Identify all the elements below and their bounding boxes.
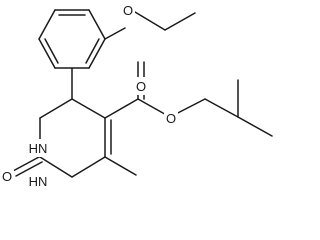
bond	[39, 156, 73, 178]
bond	[39, 98, 73, 119]
label-bg	[133, 77, 149, 95]
label-bg	[26, 139, 50, 157]
bond	[237, 116, 273, 137]
bond	[104, 98, 139, 119]
ether-oxygen-label: O	[123, 3, 133, 18]
bond	[44, 38, 59, 64]
bond	[12, 156, 40, 172]
bond	[15, 161, 43, 177]
bond	[88, 38, 106, 69]
bond	[134, 11, 166, 31]
label-bg	[26, 172, 50, 190]
n1-label: HN	[29, 141, 48, 156]
bond	[204, 98, 239, 118]
bond	[38, 38, 56, 69]
bond	[71, 156, 106, 178]
label-bg	[164, 109, 178, 127]
urea-oxygen-label: O	[2, 169, 12, 184]
bond	[164, 12, 196, 31]
ester-oxygen-label: O	[166, 111, 176, 126]
bond	[104, 156, 137, 176]
bond	[71, 98, 106, 119]
chemical-structure: O O O O HN HN	[0, 1, 273, 190]
bond	[88, 9, 106, 40]
bond	[104, 27, 126, 40]
atom-labels: O O O O HN HN	[0, 1, 178, 190]
label-bg	[121, 1, 135, 19]
bond	[85, 38, 100, 64]
label-bg	[0, 167, 14, 185]
n3-label: HN	[29, 174, 48, 189]
carbonyl-oxygen-label: O	[136, 79, 146, 94]
bond	[38, 9, 56, 40]
